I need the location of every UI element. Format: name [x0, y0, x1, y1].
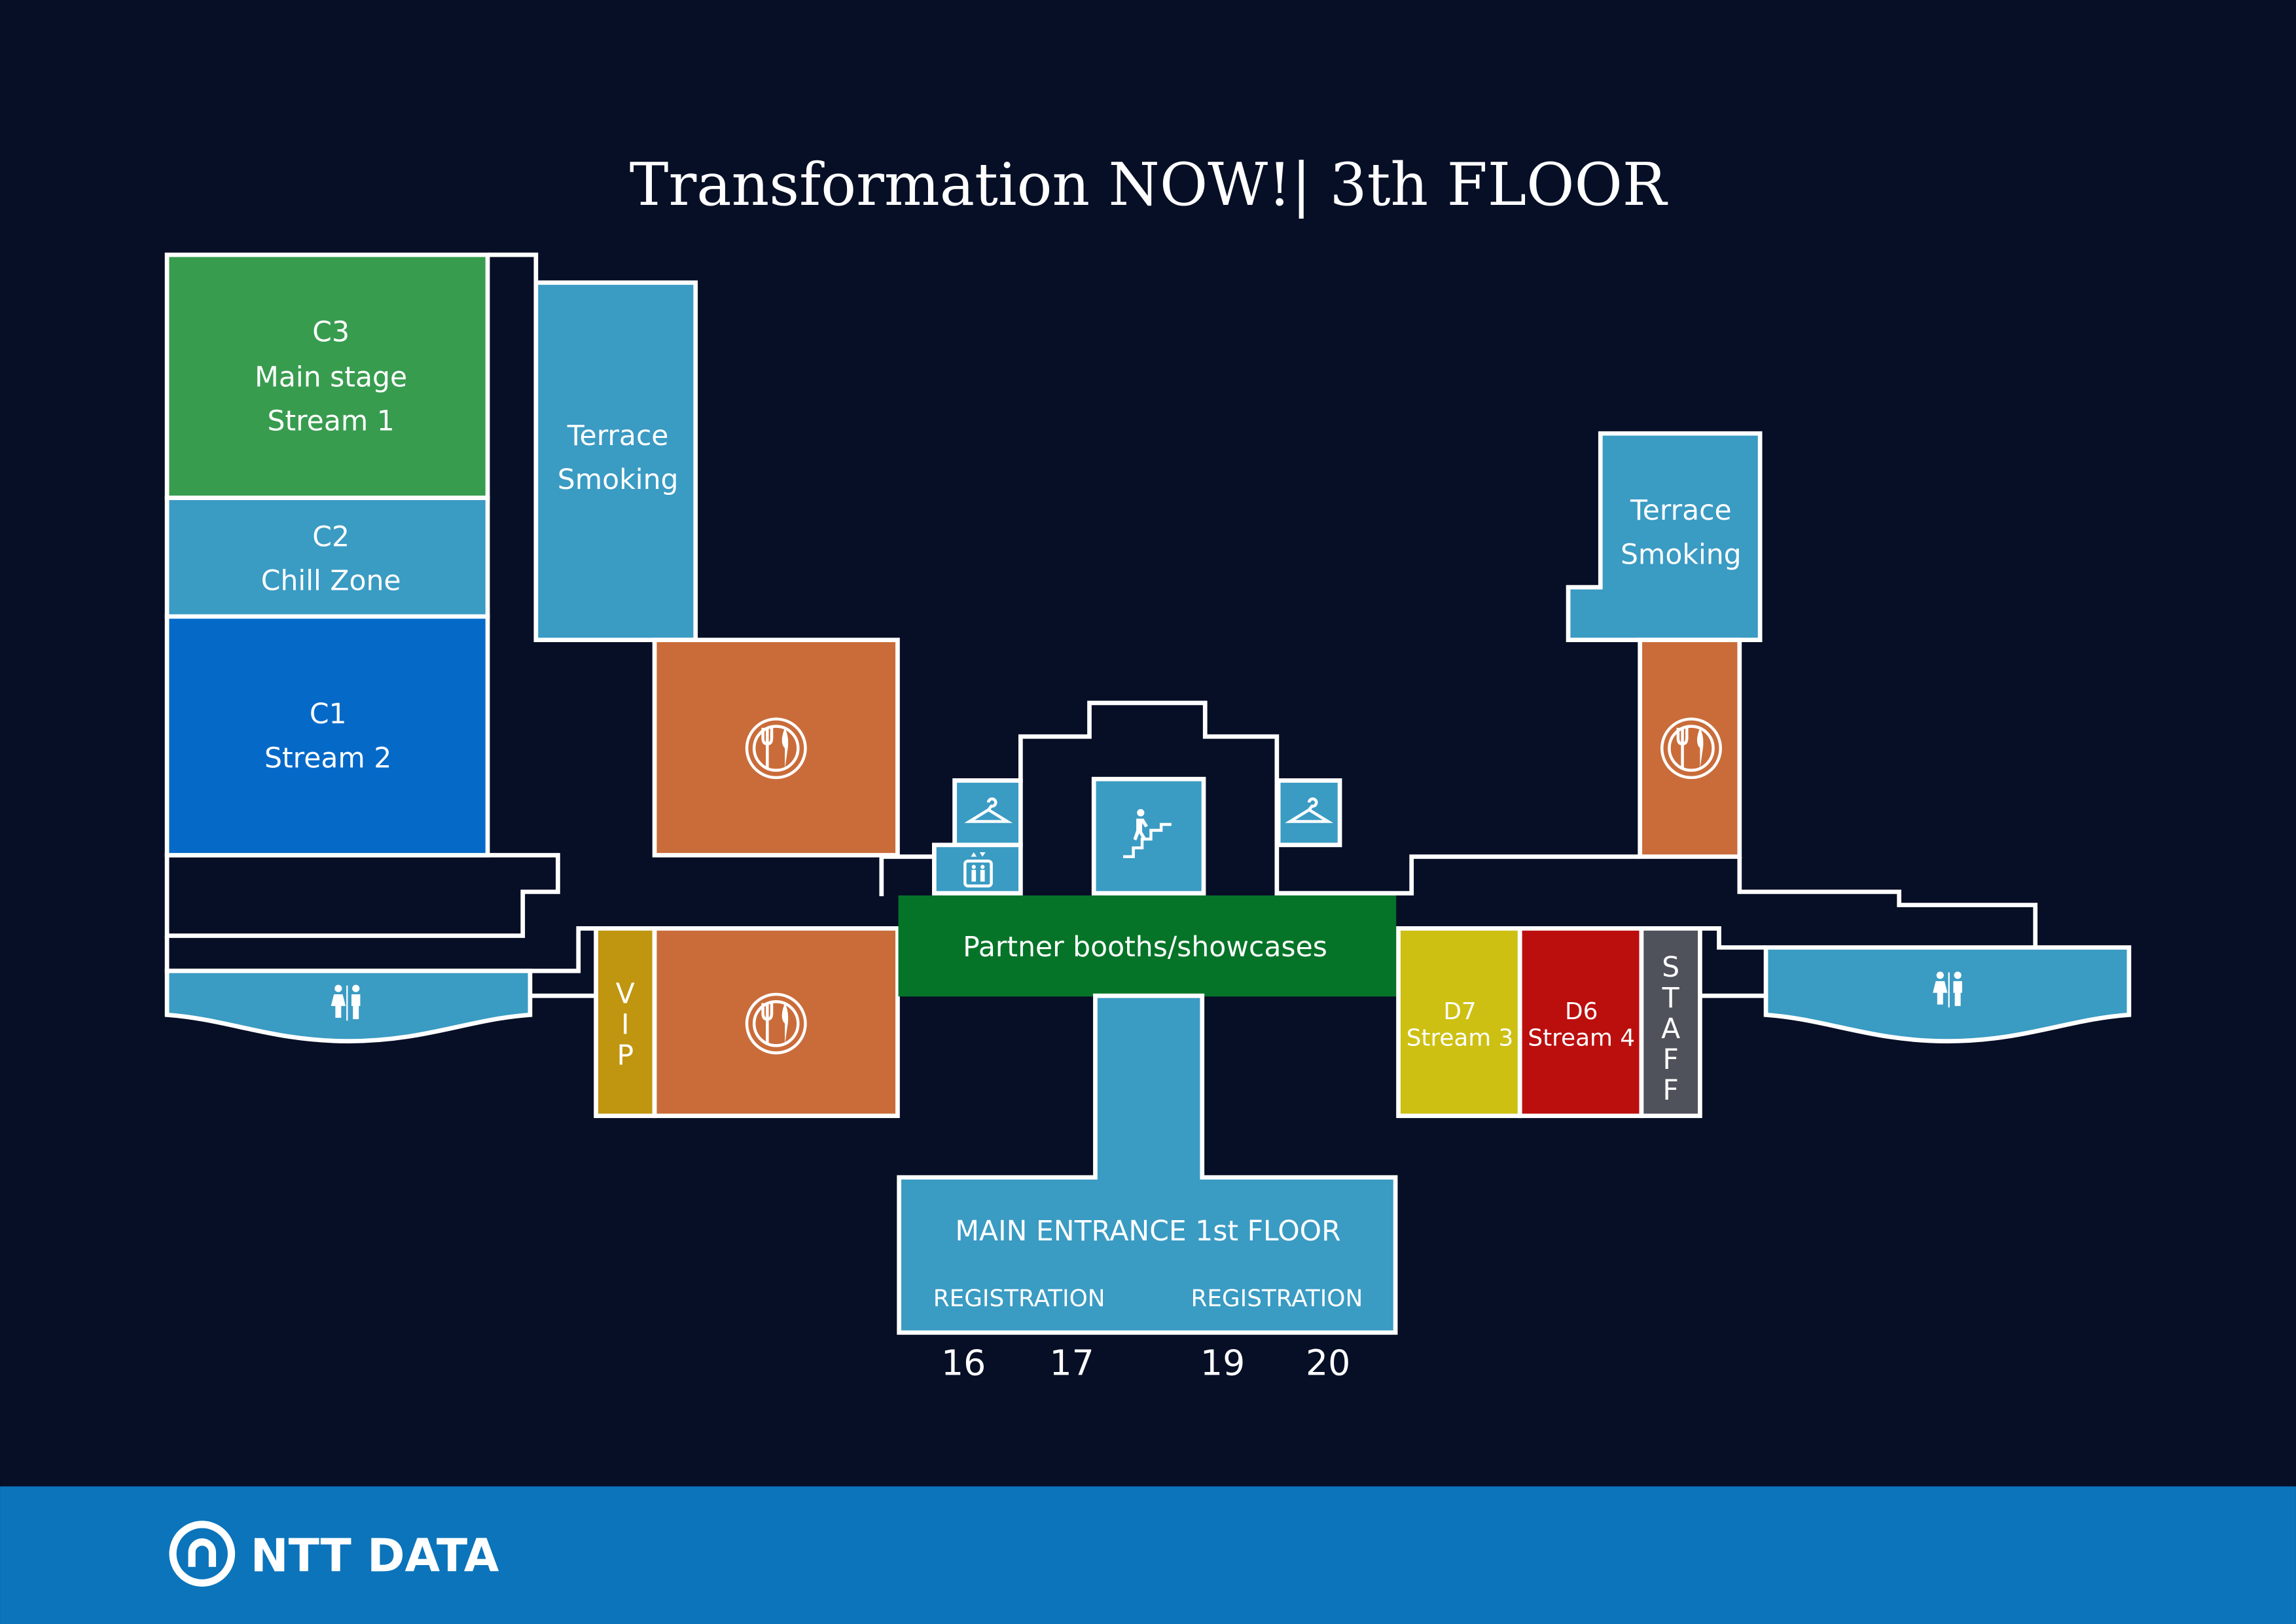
ntt-data-logo: NTT DATA [169, 1521, 499, 1587]
main-entrance[interactable]: MAIN ENTRANCE 1st FLOOR REGISTRATION REG… [897, 993, 1398, 1335]
room-label: Partner booths/showcases [963, 931, 1327, 964]
staff-room[interactable]: S T A F F [1639, 926, 1702, 1119]
cloakroom-right[interactable] [1276, 778, 1342, 848]
room-label: Terrace [1630, 495, 1732, 527]
room-label: Main stage [255, 362, 407, 394]
room-d7[interactable]: D7 Stream 3 [1396, 926, 1522, 1119]
room-label: I [621, 1009, 630, 1041]
gate-number: 19 [1200, 1343, 1245, 1384]
room-label: C3 [312, 316, 350, 348]
partner-booths[interactable]: Partner booths/showcases [898, 895, 1397, 997]
room-label: D6 [1565, 998, 1598, 1025]
room-label: Stream 4 [1528, 1024, 1635, 1051]
room-label: S [1662, 952, 1679, 984]
logo-icon [169, 1521, 236, 1587]
terrace-smoking-left[interactable]: Terrace Smoking [533, 280, 698, 642]
right-outline [1737, 856, 2038, 948]
room-d6[interactable]: D6 Stream 4 [1517, 926, 1644, 1119]
room-label: Stream 3 [1407, 1024, 1514, 1051]
room-label: MAIN ENTRANCE 1st FLOOR [955, 1216, 1340, 1248]
vip-room[interactable]: V I P [594, 926, 657, 1119]
room-c3[interactable]: C3 Main stage Stream 1 [164, 252, 490, 500]
registration-label: REGISTRATION [933, 1286, 1105, 1312]
corridor-outline-left2 [164, 926, 596, 973]
elevator[interactable] [932, 842, 1023, 896]
room-label: C2 [312, 521, 350, 553]
gate-number: 20 [1306, 1343, 1350, 1384]
footer-bar [0, 1486, 2296, 1624]
room-label: T [1662, 983, 1680, 1015]
gate-number: 16 [941, 1343, 986, 1384]
room-label: P [617, 1039, 634, 1072]
room-label: Smoking [1621, 539, 1742, 571]
elevator-icon [963, 852, 993, 888]
room-label: C1 [310, 698, 347, 731]
room-c2[interactable]: C2 Chill Zone [164, 496, 490, 619]
stairs-icon [1122, 809, 1172, 858]
page-title: Transformation NOW!| 3th FLOOR [630, 151, 1668, 219]
wall-outline [1700, 926, 1767, 950]
cloakroom-left[interactable] [952, 778, 1023, 848]
wall-outline [488, 252, 539, 283]
gate-number: 17 [1050, 1343, 1094, 1384]
toilet-right[interactable] [1763, 945, 2132, 1043]
room-label: F [1662, 1075, 1678, 1107]
terrace-smoking-right[interactable]: Terrace Smoking [1566, 431, 1763, 642]
room-label: Chill Zone [261, 566, 401, 598]
restaurant-right[interactable] [1638, 638, 1742, 859]
registration-label: REGISTRATION [1191, 1286, 1363, 1312]
room-label: A [1661, 1013, 1680, 1045]
room-label: Terrace [567, 420, 669, 452]
room-label: Stream 1 [268, 406, 395, 438]
room-label: D7 [1443, 998, 1476, 1025]
room-c1[interactable]: C1 Stream 2 [164, 614, 490, 857]
logo-text: NTT DATA [251, 1530, 499, 1582]
toilet-left[interactable] [164, 968, 533, 1043]
restaurant-upper[interactable] [652, 638, 900, 857]
restaurant-lower[interactable] [652, 926, 900, 1119]
room-label: Stream 2 [264, 742, 391, 774]
room-label: Smoking [558, 464, 679, 496]
stairs[interactable] [1091, 776, 1206, 896]
room-label: F [1662, 1044, 1678, 1076]
room-label: V [616, 978, 635, 1010]
